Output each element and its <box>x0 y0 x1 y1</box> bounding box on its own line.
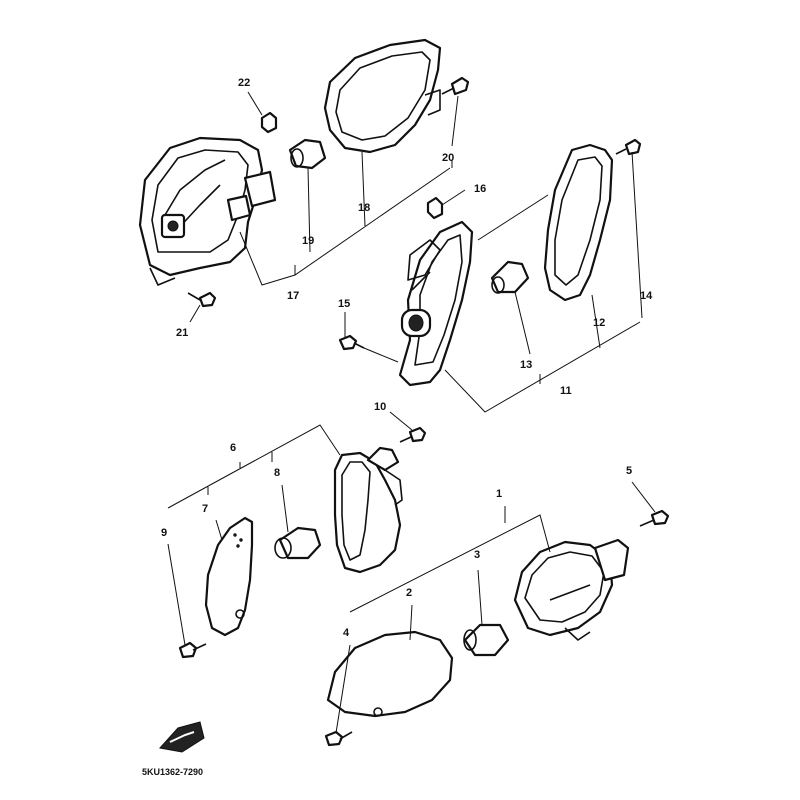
screw-left-rear-20[interactable] <box>441 76 470 96</box>
callout-labels: 1 2 3 4 5 6 7 8 9 10 11 12 13 14 15 16 1… <box>161 77 653 639</box>
callout-9: 9 <box>161 527 167 539</box>
bulb-left-rear[interactable] <box>288 138 327 170</box>
callout-22: 22 <box>238 77 250 89</box>
callout-2: 2 <box>406 587 412 599</box>
callout-1: 1 <box>496 488 502 500</box>
bulb-right-rear[interactable] <box>490 260 530 294</box>
callout-5: 5 <box>626 465 632 477</box>
drawing-code: 5KU1362-7290 <box>142 767 203 777</box>
screw-10[interactable] <box>399 426 427 443</box>
flasher-housing-left-rear[interactable] <box>138 136 277 286</box>
callout-10: 10 <box>374 401 386 413</box>
flasher-body-front-left[interactable] <box>333 446 403 574</box>
flasher-body-front-right[interactable] <box>513 538 630 641</box>
callout-17: 17 <box>287 290 299 302</box>
callout-6: 6 <box>230 442 236 454</box>
screw-4[interactable] <box>324 730 353 747</box>
nut-22[interactable] <box>260 111 278 134</box>
callout-20: 20 <box>442 152 454 164</box>
callout-7: 7 <box>202 503 208 515</box>
nut-16[interactable] <box>426 196 444 220</box>
callout-18: 18 <box>358 202 370 214</box>
callout-13: 13 <box>520 359 532 371</box>
callout-16: 16 <box>474 183 486 195</box>
bulb-front-left[interactable] <box>274 526 322 560</box>
screw-14[interactable] <box>615 138 642 156</box>
callout-12: 12 <box>593 317 605 329</box>
callout-8: 8 <box>274 467 280 479</box>
callout-3: 3 <box>474 549 480 561</box>
lens-right-rear[interactable] <box>543 143 614 302</box>
callout-19: 19 <box>302 235 314 247</box>
callout-4: 4 <box>343 627 350 639</box>
lens-front-left[interactable] <box>204 516 254 637</box>
bulb-front-right[interactable] <box>463 623 510 657</box>
callout-21: 21 <box>176 327 188 339</box>
lens-left-rear[interactable] <box>323 38 442 154</box>
screw-5[interactable] <box>639 509 670 527</box>
leader-lines <box>167 91 656 734</box>
screw-15[interactable] <box>338 334 365 351</box>
callout-15: 15 <box>338 298 350 310</box>
screw-9[interactable] <box>178 641 207 659</box>
lens-front-right[interactable] <box>326 630 454 718</box>
callout-11: 11 <box>560 385 572 397</box>
flasher-housing-right-rear[interactable] <box>398 220 474 387</box>
screw-21[interactable] <box>187 291 217 308</box>
callout-14: 14 <box>640 290 653 302</box>
front-arrow-icon <box>159 721 205 753</box>
